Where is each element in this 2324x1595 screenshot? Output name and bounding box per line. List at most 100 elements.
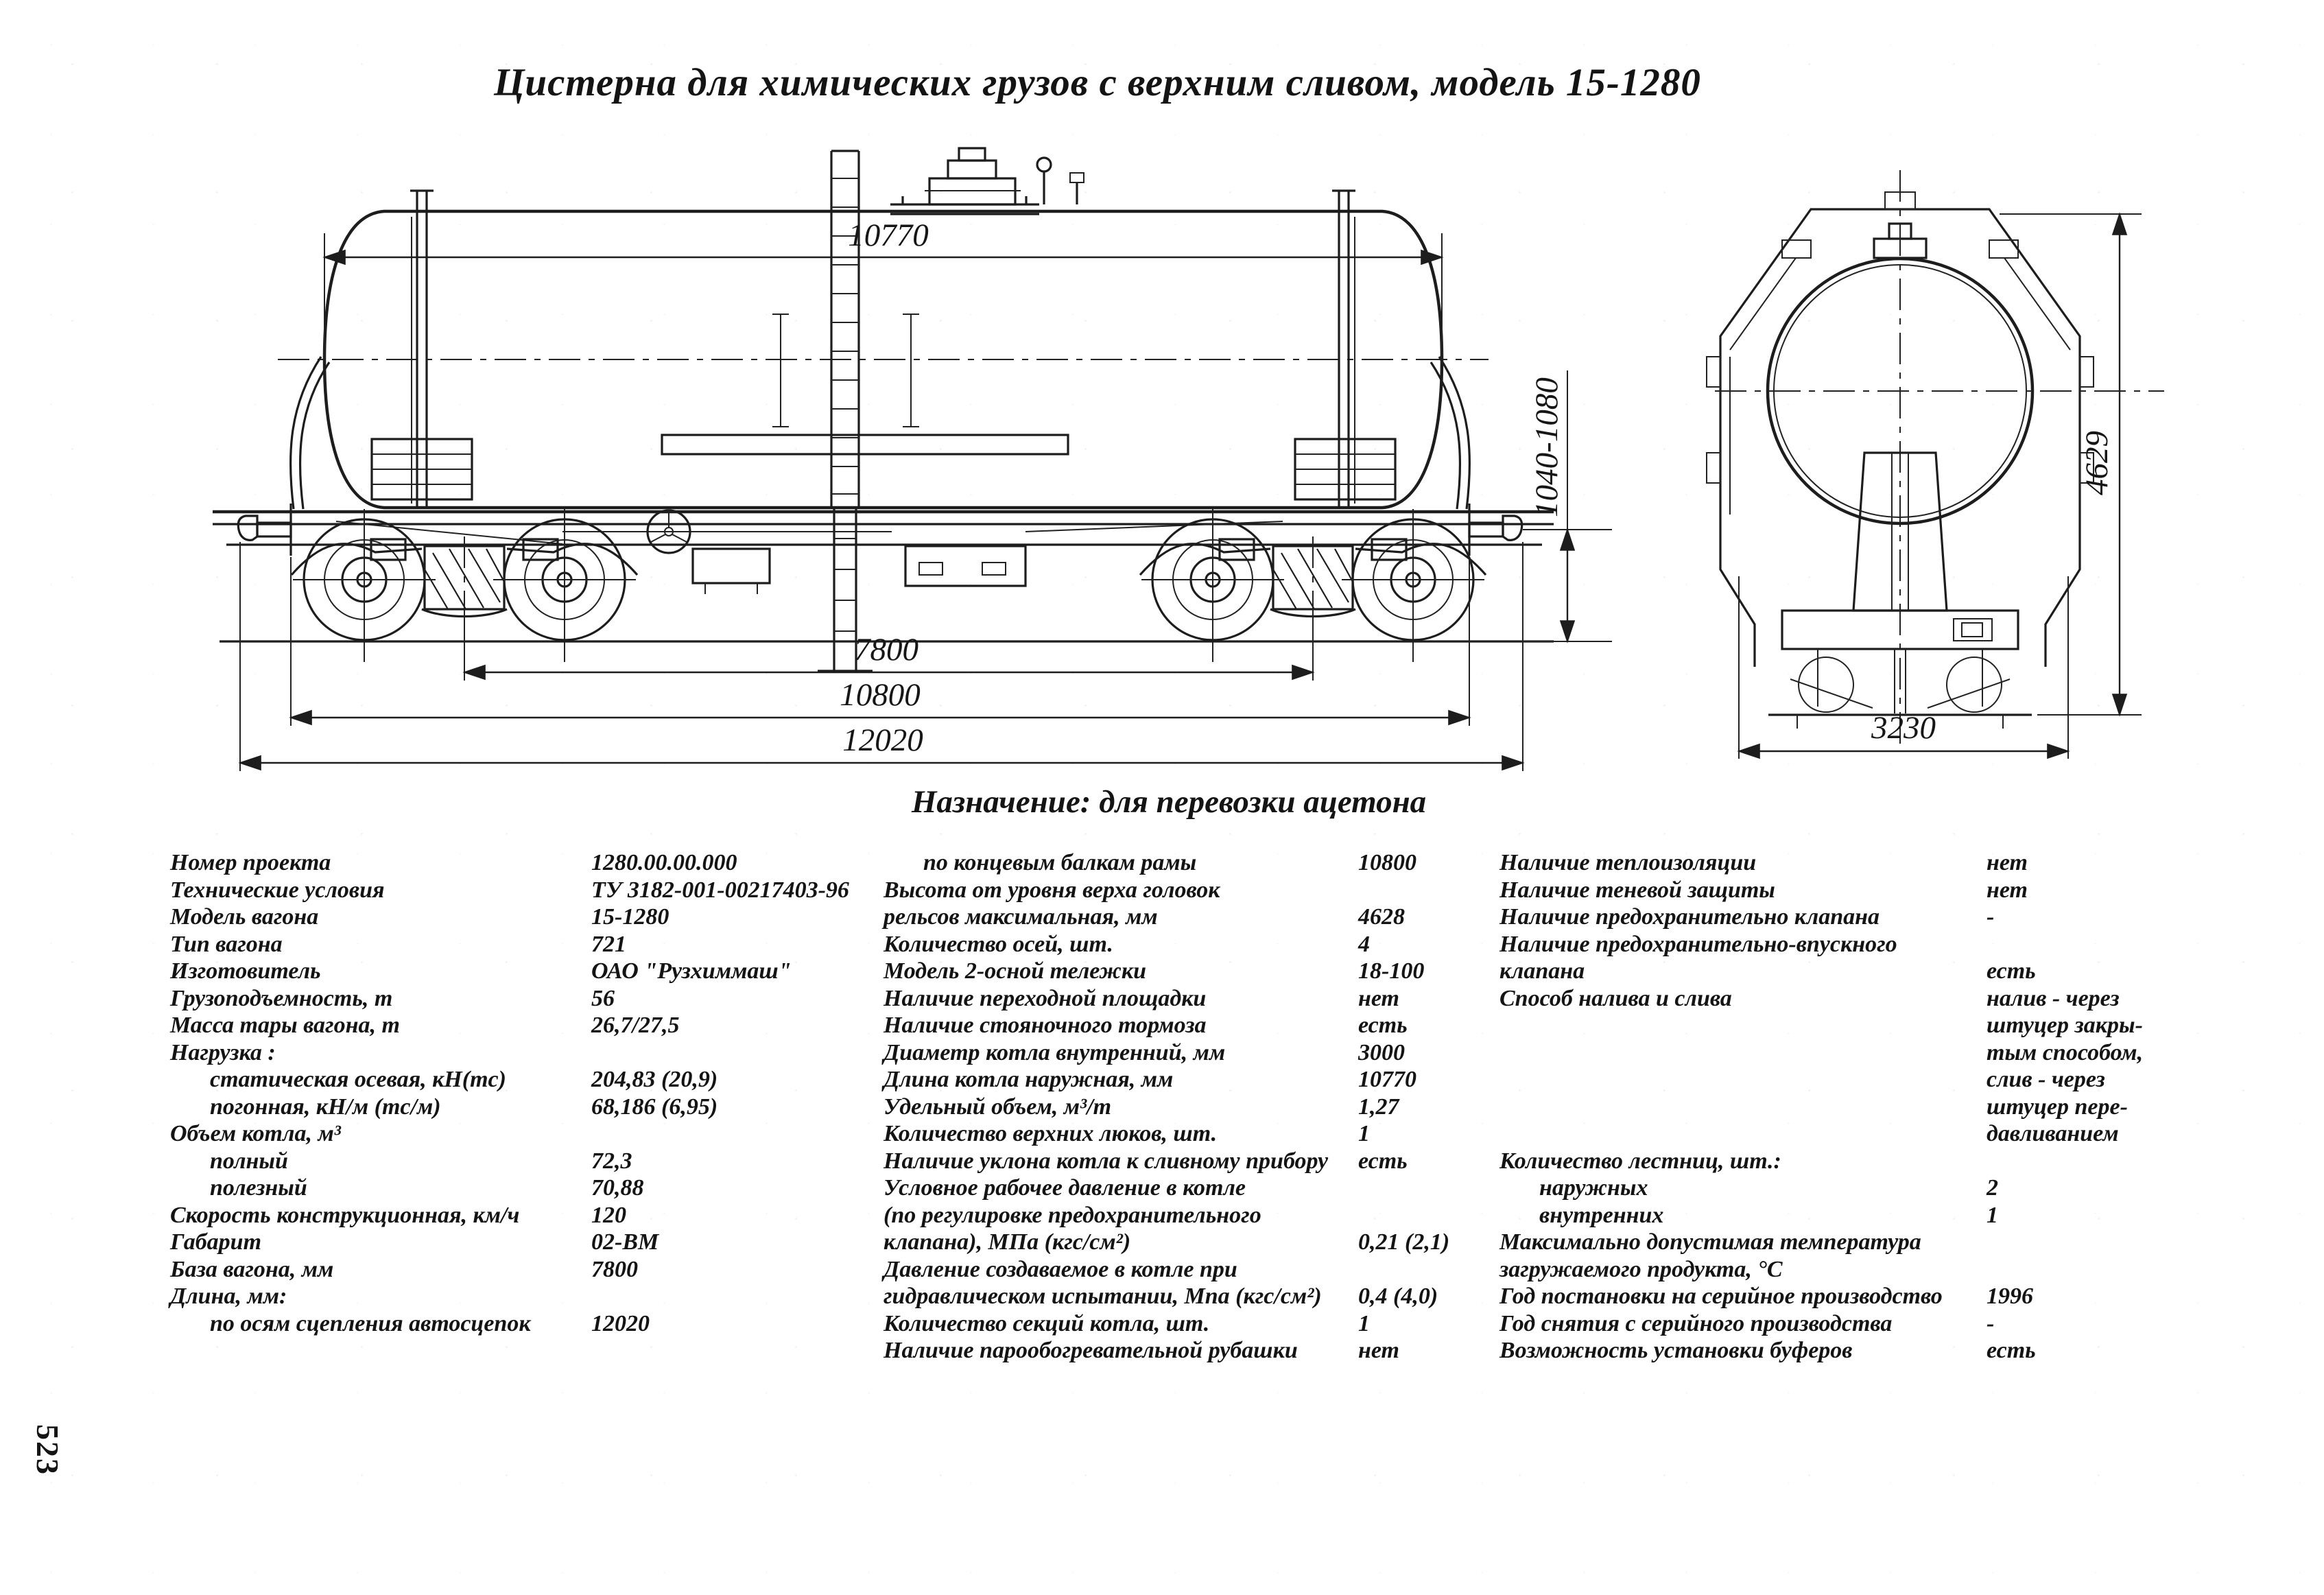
spec-row: Количество секций котла, шт.1 (884, 1310, 1611, 1338)
spec-value: 72,3 (591, 1148, 632, 1174)
spec-row: Модель 2-осной тележки 18-100 (884, 958, 1611, 985)
dim-max-width-label: 3230 (1871, 710, 1936, 746)
spec-row: тым способом, (1499, 1039, 2309, 1067)
spec-label: Габарит (170, 1229, 262, 1255)
bogie-left (290, 509, 639, 679)
spec-label: Количество секций котла, шт. (884, 1310, 1210, 1336)
spec-label: Длина котла наружная, мм (884, 1067, 1174, 1092)
side-view (213, 147, 1554, 679)
spec-label: Технические условия (170, 877, 385, 903)
spec-row: клапана), МПа (кгс/см²)0,21 (2,1) (884, 1229, 1611, 1256)
spec-value: нет (1358, 985, 1399, 1011)
spec-value: 10800 (1358, 850, 1416, 875)
spec-label: Объем котла, м³ (170, 1121, 341, 1146)
spec-row: статическая осевая, кН(тс)204,83 (20,9) (170, 1066, 877, 1094)
spec-label: рельсов максимальная, мм (884, 904, 1158, 930)
spec-label: Диаметр котла внутренний, мм (884, 1039, 1226, 1065)
spec-row: Количество верхних люков, шт. 1 (884, 1120, 1611, 1148)
hatch-cap (947, 159, 997, 180)
spec-row: штуцер закры- (1499, 1012, 2309, 1039)
walkway-plank (661, 434, 1069, 456)
spec-label: Наличие стояночного тормоза (884, 1013, 1207, 1038)
page-title: Цистерна для химических грузов с верхним… (494, 61, 1701, 104)
spec-label: Масса тары вагона, т (170, 1013, 400, 1038)
spec-label: Способ налива и слива (1499, 985, 1732, 1011)
spec-label: Наличие переходной площадки (884, 985, 1207, 1011)
dim-max-height-label: 4629 (2079, 431, 2115, 495)
dim-12020: 12020 (238, 542, 1525, 771)
spec-label: Наличие парообогревательной рубашки (884, 1338, 1298, 1363)
spec-value: слив - через (1987, 1067, 2105, 1092)
spec-label: Номер проекта (170, 850, 331, 875)
spec-value: 1 (1358, 1121, 1370, 1146)
spec-label: внутренних (1539, 1202, 1664, 1228)
right-coupler (1468, 515, 1523, 541)
spec-value: штуцер пере- (1987, 1094, 2128, 1120)
spec-row: Максимально допустимая температура (1499, 1229, 2309, 1256)
spec-label: Тип вагона (170, 931, 283, 957)
spec-value: 02-ВМ (591, 1229, 659, 1255)
spec-label: по концевым балкам рамы (923, 850, 1197, 875)
brake-cylinder (904, 545, 1027, 587)
dim-4629: 4629 (2000, 212, 2142, 717)
spec-row: Количество осей, шт.4 (884, 931, 1611, 958)
spec-value: 26,7/27,5 (591, 1013, 680, 1038)
spec-value: 1 (1987, 1202, 1998, 1228)
end-steps (370, 438, 1397, 501)
spec-label: Модель 2-осной тележки (884, 958, 1147, 984)
spec-row: Давление создаваемое в котле при (884, 1256, 1611, 1284)
tank-shell (322, 209, 1444, 510)
dim-10770: 10770 (322, 217, 1444, 364)
spec-label: Наличие предохранительно-впускного (1499, 931, 1897, 957)
dimensions-side: 10770 1040-1080 7800 10800 12020 (238, 217, 1612, 771)
spec-label: Максимально допустимая температура (1499, 1229, 1921, 1255)
spec-row: погонная, кН/м (тс/м)68,186 (6,95) (170, 1094, 877, 1121)
spec-row: штуцер пере- (1499, 1094, 2309, 1121)
spec-label: Количество верхних люков, шт. (884, 1121, 1218, 1146)
spec-value: 1996 (1987, 1284, 2033, 1309)
underframe (213, 356, 1554, 594)
spec-label: Возможность установки буферов (1499, 1338, 1853, 1363)
spec-value: 3000 (1358, 1039, 1405, 1065)
spec-label: по осям сцепления автосцепок (210, 1310, 531, 1336)
spec-value: - (1987, 904, 1995, 930)
dim-3230: 3230 (1737, 576, 2070, 759)
spec-value: ОАО "Рузхиммаш" (591, 958, 792, 984)
spec-value: 18-100 (1358, 958, 1425, 984)
spec-label: Год снятия с серийного производства (1499, 1310, 1893, 1336)
spec-label: Нагрузка : (170, 1039, 276, 1065)
spec-label: Грузоподъемность, т (170, 985, 393, 1011)
spec-value: давливанием (1987, 1121, 2119, 1146)
spec-value: тым способом, (1987, 1039, 2144, 1065)
spec-label: полезный (210, 1175, 307, 1201)
spec-row: Масса тары вагона, т 26,7/27,5 (170, 1012, 877, 1039)
spec-value: есть (1358, 1013, 1408, 1038)
spec-row: Нагрузка : (170, 1039, 877, 1067)
spec-label: гидравлическом испытании, Мпа (кгс/см²) (884, 1284, 1322, 1309)
spec-label: Удельный объем, м³/т (884, 1094, 1112, 1120)
technical-drawing: 10770 1040-1080 7800 10800 12020 (213, 147, 2164, 771)
spec-row: Наличие предохранительно-впускного (1499, 931, 2309, 958)
spec-value: 2 (1987, 1175, 1998, 1201)
end-view: 4629 3230 (1706, 170, 2164, 759)
spec-value: 4 (1358, 931, 1370, 957)
spec-row: по концевым балкам рамы 10800 (884, 849, 1611, 877)
spec-row: Условное рабочее давление в котле (884, 1174, 1611, 1202)
spec-value: ТУ 3182-001-00217403-96 (591, 877, 849, 903)
spec-row: (по регулировке предохранительного (884, 1202, 1611, 1229)
spec-label: (по регулировке предохранительного (884, 1202, 1261, 1228)
spec-label: Скорость конструкционная, км/ч (170, 1202, 520, 1228)
